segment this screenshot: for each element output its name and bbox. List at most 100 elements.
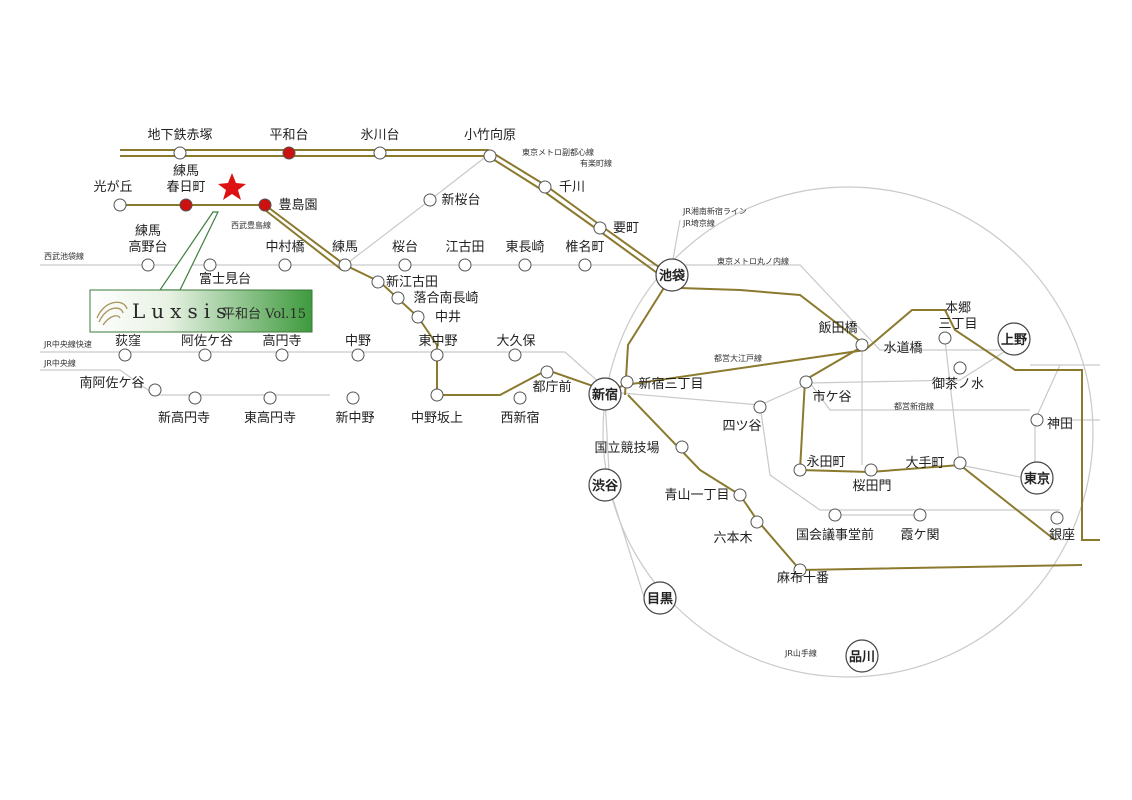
label-shiinamachi: 椎名町 — [565, 239, 604, 255]
label-ochanomizu: 御茶ノ水 — [932, 376, 984, 392]
label-shinjuku: 新宿 — [592, 387, 618, 403]
line-marunouchi-label: 東京メトロ丸ノ内線 — [717, 256, 789, 266]
label-ogikubo: 荻窪 — [115, 333, 141, 349]
label-tochomae: 都庁前 — [532, 379, 571, 395]
station-roppongi — [750, 515, 764, 529]
grid-d — [809, 382, 1030, 411]
hub-shibuya — [588, 468, 622, 502]
line-oedo-label: 都営大江戸線 — [714, 353, 762, 363]
inner-line-2 — [798, 344, 1056, 541]
station-kanamecho — [593, 221, 607, 235]
label-shinagawa: 品川 — [849, 650, 875, 665]
label-aoyama-itchome: 青山一丁目 — [664, 488, 729, 503]
station-okubo — [508, 348, 522, 362]
line-jr-shonan-label: JR湘南新宿ライン — [682, 206, 747, 216]
station-nerima-kasugacho-marker — [179, 198, 193, 212]
line-chuo-rapid-label: JR中央線快速 — [43, 339, 92, 349]
station-toshimaen-marker — [258, 198, 272, 212]
jr-saikyo-line — [671, 219, 681, 266]
station-shiinamachi — [578, 258, 592, 272]
label-nerima-takanodai-1: 練馬 — [135, 224, 161, 239]
station-aoyama-itchome — [733, 488, 747, 502]
label-roppongi: 六本木 — [713, 531, 752, 546]
hub-shinagawa — [845, 639, 879, 673]
logo-sub: 平和台 Vol.15 — [222, 307, 306, 322]
star-icon — [218, 173, 246, 200]
station-iidabashi — [855, 338, 869, 352]
station-heiwadai-marker — [282, 146, 296, 160]
station-higashi-nakano — [430, 348, 444, 362]
station-sakuradamon — [864, 463, 878, 477]
label-asagaya: 阿佐ケ谷 — [181, 334, 233, 349]
station-nishi-shinjuku — [513, 391, 527, 405]
label-shin-sakuradai: 新桜台 — [441, 192, 480, 208]
label-nerima: 練馬 — [332, 240, 358, 255]
label-hongo-sanchome-2: 三丁目 — [938, 317, 977, 332]
label-kotake-mukaihara: 小竹向原 — [464, 127, 516, 143]
label-nerima-kasugacho-1: 練馬 — [173, 164, 199, 179]
station-higashi-nagasaki — [518, 258, 532, 272]
station-hikawadai — [373, 146, 387, 160]
stations — [113, 146, 1064, 577]
label-hikarigaoka: 光が丘 — [93, 180, 132, 195]
label-azabu-juban: 麻布十番 — [777, 571, 829, 586]
station-senkawa — [538, 180, 552, 194]
station-tochomae — [540, 365, 554, 379]
label-nakamurabashi: 中村橋 — [265, 240, 304, 255]
grid-a — [759, 404, 1060, 511]
logo-box: Luxsis 平和台 Vol.15 — [89, 289, 313, 333]
station-ochiai-minami-nagasaki — [391, 291, 405, 305]
oedo-main-2 — [264, 209, 343, 271]
label-kokuritsu-kyogijo: 国立競技場 — [594, 441, 659, 456]
station-nakano — [351, 348, 365, 362]
label-higashi-nagasaki: 東長崎 — [505, 239, 544, 255]
chuo-local-line — [40, 369, 330, 396]
marunouchi-line — [672, 264, 1015, 351]
station-hikarigaoka — [113, 198, 127, 212]
station-nerima-takanodai — [141, 258, 155, 272]
label-koenji: 高円寺 — [262, 333, 301, 349]
label-hikawadai: 氷川台 — [360, 128, 399, 143]
station-koenji — [275, 348, 289, 362]
station-nakai — [411, 310, 425, 324]
label-higashi-nakano: 東中野 — [418, 333, 457, 349]
hub-meguro — [643, 581, 677, 615]
label-ueno: 上野 — [1001, 333, 1027, 348]
station-shin-egota — [371, 275, 385, 289]
label-meguro: 目黒 — [647, 591, 673, 607]
station-nagatacho — [793, 463, 807, 477]
station-asagaya — [198, 348, 212, 362]
chuo-rapid-line — [40, 351, 611, 393]
line-yamanote-label: JR山手線 — [784, 648, 817, 658]
station-shin-nakano — [346, 391, 360, 405]
label-senkawa: 千川 — [559, 180, 585, 195]
station-ochanomizu — [953, 361, 967, 375]
station-fujimidai — [203, 258, 217, 272]
hub-tokyo — [1020, 461, 1054, 495]
station-ogikubo — [118, 348, 132, 362]
station-ichigaya — [799, 375, 813, 389]
label-hongo-sanchome-1: 本郷 — [945, 301, 971, 316]
station-nakamurabashi — [278, 258, 292, 272]
label-kanamecho: 要町 — [613, 221, 639, 236]
station-shin-sakuradai — [423, 193, 437, 207]
station-kotake-mukaihara — [483, 149, 497, 163]
hub-ueno — [997, 322, 1031, 356]
label-ikebukuro: 池袋 — [659, 268, 686, 284]
label-sakuradai: 桜台 — [392, 240, 418, 255]
label-toshimaen: 豊島園 — [278, 198, 317, 213]
label-nerima-kasugacho-2: 春日町 — [166, 180, 205, 195]
hub-stations — [588, 258, 1054, 673]
station-chikatetsu-akatsuka — [173, 146, 187, 160]
label-shin-nakano: 新中野 — [335, 410, 374, 426]
station-kasumigaseki — [913, 508, 927, 522]
marunouchi-inner — [739, 289, 866, 346]
line-shinjuku-line-label: 都営新宿線 — [894, 401, 934, 411]
thin-lines — [40, 154, 1100, 678]
logo-brand: Luxsis — [132, 299, 232, 323]
label-kasumigaseki: 霞ケ関 — [900, 528, 939, 543]
oedo-east — [624, 309, 1100, 541]
yamanote-loop — [602, 186, 1094, 678]
station-labels: 地下鉄赤塚 平和台 氷川台 小竹向原 千川 要町 光が丘 練馬 春日町 豊島園 … — [79, 127, 1075, 586]
